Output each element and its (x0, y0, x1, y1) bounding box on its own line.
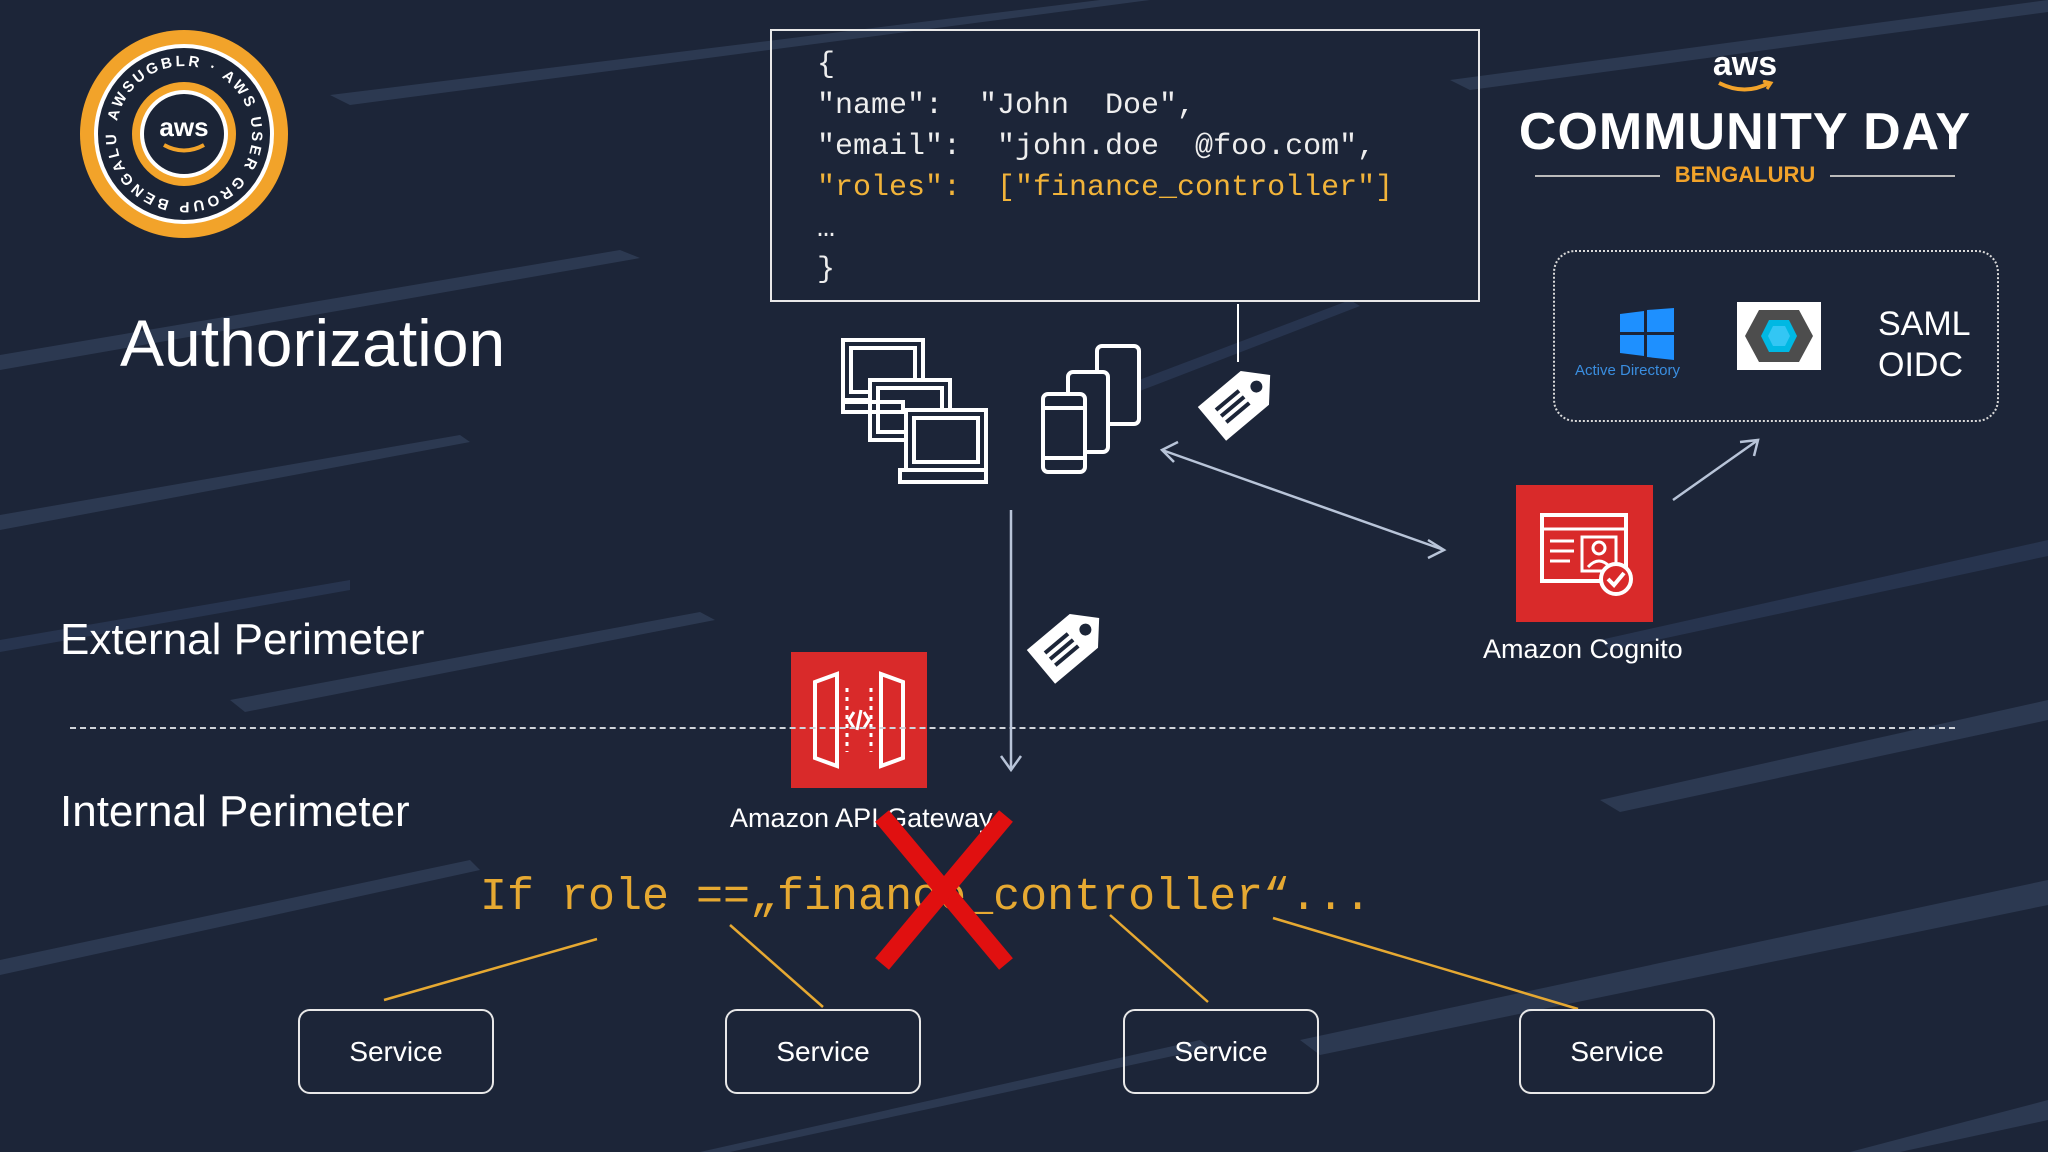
brand-subtitle: BENGALURU (1500, 162, 1990, 188)
service-box: Service (1519, 1009, 1715, 1094)
service-box: Service (1123, 1009, 1319, 1094)
protocol-oidc: OIDC (1878, 346, 1963, 384)
service-box: Service (298, 1009, 494, 1094)
amazon-api-gateway-icon (791, 652, 927, 788)
amazon-cognito-icon (1516, 485, 1653, 622)
identity-provider-box (1553, 250, 1999, 422)
token-line: { (817, 48, 836, 82)
perimeter-divider (70, 727, 1955, 729)
external-perimeter-label: External Perimeter (60, 615, 425, 664)
community-day-brand: aws COMMUNITY DAY BENGALURU (1500, 45, 1990, 188)
service-connector-lines (383, 914, 1579, 1011)
federation-arrow (1672, 438, 1760, 502)
token-tag-icon (1197, 371, 1271, 441)
desktop-computers-icon (841, 338, 988, 484)
token-line-roles: "roles": ["finance_controller"] (817, 171, 1394, 205)
slide-title: Authorization (120, 306, 506, 380)
token-line: } (817, 253, 836, 287)
awsugblr-logo: aws AWSUGBLR · AWS USER GROUP BENGALURU (78, 28, 288, 238)
token-json-box: { "name": "John Doe", "email": "john.doe… (770, 29, 1480, 302)
amazon-cognito-label: Amazon Cognito (1483, 634, 1683, 664)
logo-aws-text: aws (159, 112, 208, 142)
protocol-saml: SAML (1878, 305, 1971, 343)
token-line: "email": "john.doe @foo.com", (817, 130, 1376, 164)
mobile-devices-icon (1041, 344, 1141, 474)
authorization-rule-text: If role ==„finance_controller“... (480, 872, 1372, 923)
keycloak-icon (1737, 302, 1821, 370)
protocol-list: SAML OIDC (1878, 304, 1971, 386)
active-directory-label: Active Directory (1575, 362, 1681, 379)
red-cross-icon (875, 810, 1013, 970)
token-line: "name": "John Doe", (817, 89, 1196, 123)
token-tag-icon (1026, 614, 1100, 684)
brand-aws-text: aws (1712, 45, 1778, 83)
auth-flow-arrow (1159, 440, 1447, 560)
internal-perimeter-label: Internal Perimeter (60, 787, 410, 836)
amazon-api-gateway-label: Amazon API Gateway (730, 803, 993, 833)
windows-icon (1620, 308, 1674, 360)
token-line: … (817, 212, 836, 246)
service-box: Service (725, 1009, 921, 1094)
request-arrow (999, 510, 1023, 773)
brand-title: COMMUNITY DAY (1518, 103, 1972, 161)
aws-smile-icon (1718, 80, 1774, 92)
